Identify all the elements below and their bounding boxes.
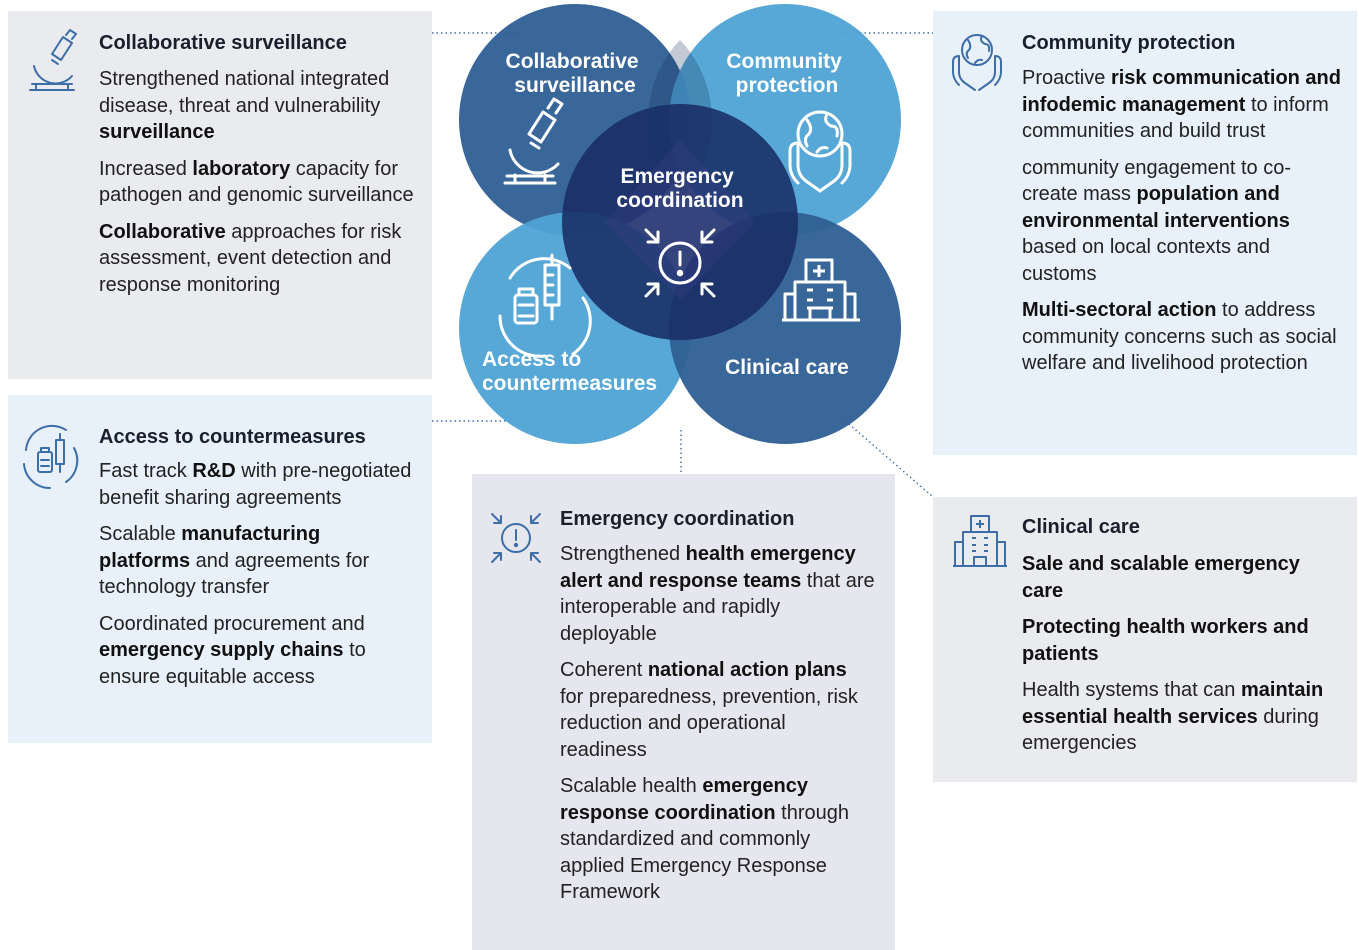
clinical-panel (933, 497, 1357, 782)
panel-paragraph: Health systems that can maintain essenti… (1022, 679, 1324, 754)
vaccine-icon (23, 424, 79, 490)
panel-paragraph: Proactive risk communication and infodem… (1022, 67, 1341, 142)
countermeasures-title: Access to countermeasures (99, 426, 366, 448)
panel-paragraph: Fast track R&D with pre-negotiated benef… (99, 460, 412, 509)
alert-icon (644, 228, 716, 298)
hospital-icon (782, 258, 860, 322)
label-countermeasures-1: Access to (482, 348, 581, 371)
coordination-body: Strengthened health emergency alert and … (560, 541, 875, 916)
microscope-icon (29, 29, 77, 91)
label-protection-2: protection (736, 74, 839, 97)
label-clinical: Clinical care (725, 356, 849, 379)
coordination-panel (472, 474, 895, 950)
panel-paragraph: Protecting health workers and patients (1022, 616, 1309, 665)
svg-text:Community protection: Community protection (726, 50, 847, 97)
label-protection-1: Community (726, 50, 842, 73)
panel-paragraph: Coherent national action plans for prepa… (560, 659, 858, 761)
venn-diagram: Collaborative surveillance Community pro… (459, 4, 901, 444)
panel-paragraph: Strengthened health emergency alert and … (560, 543, 875, 645)
panel-paragraph: Scalable health emergency response coord… (560, 775, 849, 903)
coordination-title: Emergency coordination (560, 508, 795, 530)
globe-hands-icon (952, 34, 1002, 91)
label-coordination-1: Emergency (620, 165, 734, 188)
panel-paragraph: Scalable manufacturing platforms and agr… (99, 523, 370, 598)
svg-text:Collaborative surveillance: Collaborative surveillance (506, 50, 645, 97)
panel-paragraph: Strengthened national integrated disease… (99, 68, 390, 143)
clinical-title: Clinical care (1022, 516, 1140, 538)
label-coordination-2: coordination (616, 189, 743, 212)
svg-text:Emergency coordination: Emergency coordination (616, 165, 743, 212)
label-countermeasures-2: countermeasures (482, 372, 657, 395)
microscope-icon (503, 97, 564, 185)
panel-paragraph: Sale and scalable emergency care (1022, 553, 1300, 602)
circle-coordination (562, 104, 798, 340)
surveillance-panel (8, 11, 432, 379)
panel-paragraph: Multi-sectoral action to address communi… (1022, 299, 1337, 374)
alert-icon (491, 513, 541, 563)
hospital-icon (953, 515, 1007, 567)
label-surveillance-1: Collaborative (506, 50, 639, 73)
label-surveillance-2: surveillance (514, 74, 635, 97)
protection-title: Community protection (1022, 32, 1236, 54)
panel-paragraph: Coordinated procurement and emergency su… (99, 612, 366, 688)
svg-text:Access to countermeasures: Access to countermeasures (482, 348, 657, 395)
countermeasures-body: Fast track R&D with pre-negotiated benef… (99, 458, 414, 700)
protection-panel (933, 11, 1357, 455)
countermeasures-panel (8, 395, 432, 743)
protection-body: Proactive risk communication and infodem… (1022, 65, 1344, 387)
panel-paragraph: Collaborative approaches for risk assess… (99, 220, 402, 296)
panel-paragraph: Increased laboratory capacity for pathog… (99, 157, 414, 207)
vaccine-icon (498, 253, 592, 358)
surveillance-title: Collaborative surveillance (99, 32, 347, 54)
surveillance-body: Strengthened national integrated disease… (99, 66, 414, 308)
globe-hands-icon (788, 110, 852, 193)
panel-paragraph: community engagement to co-create mass p… (1022, 156, 1292, 285)
